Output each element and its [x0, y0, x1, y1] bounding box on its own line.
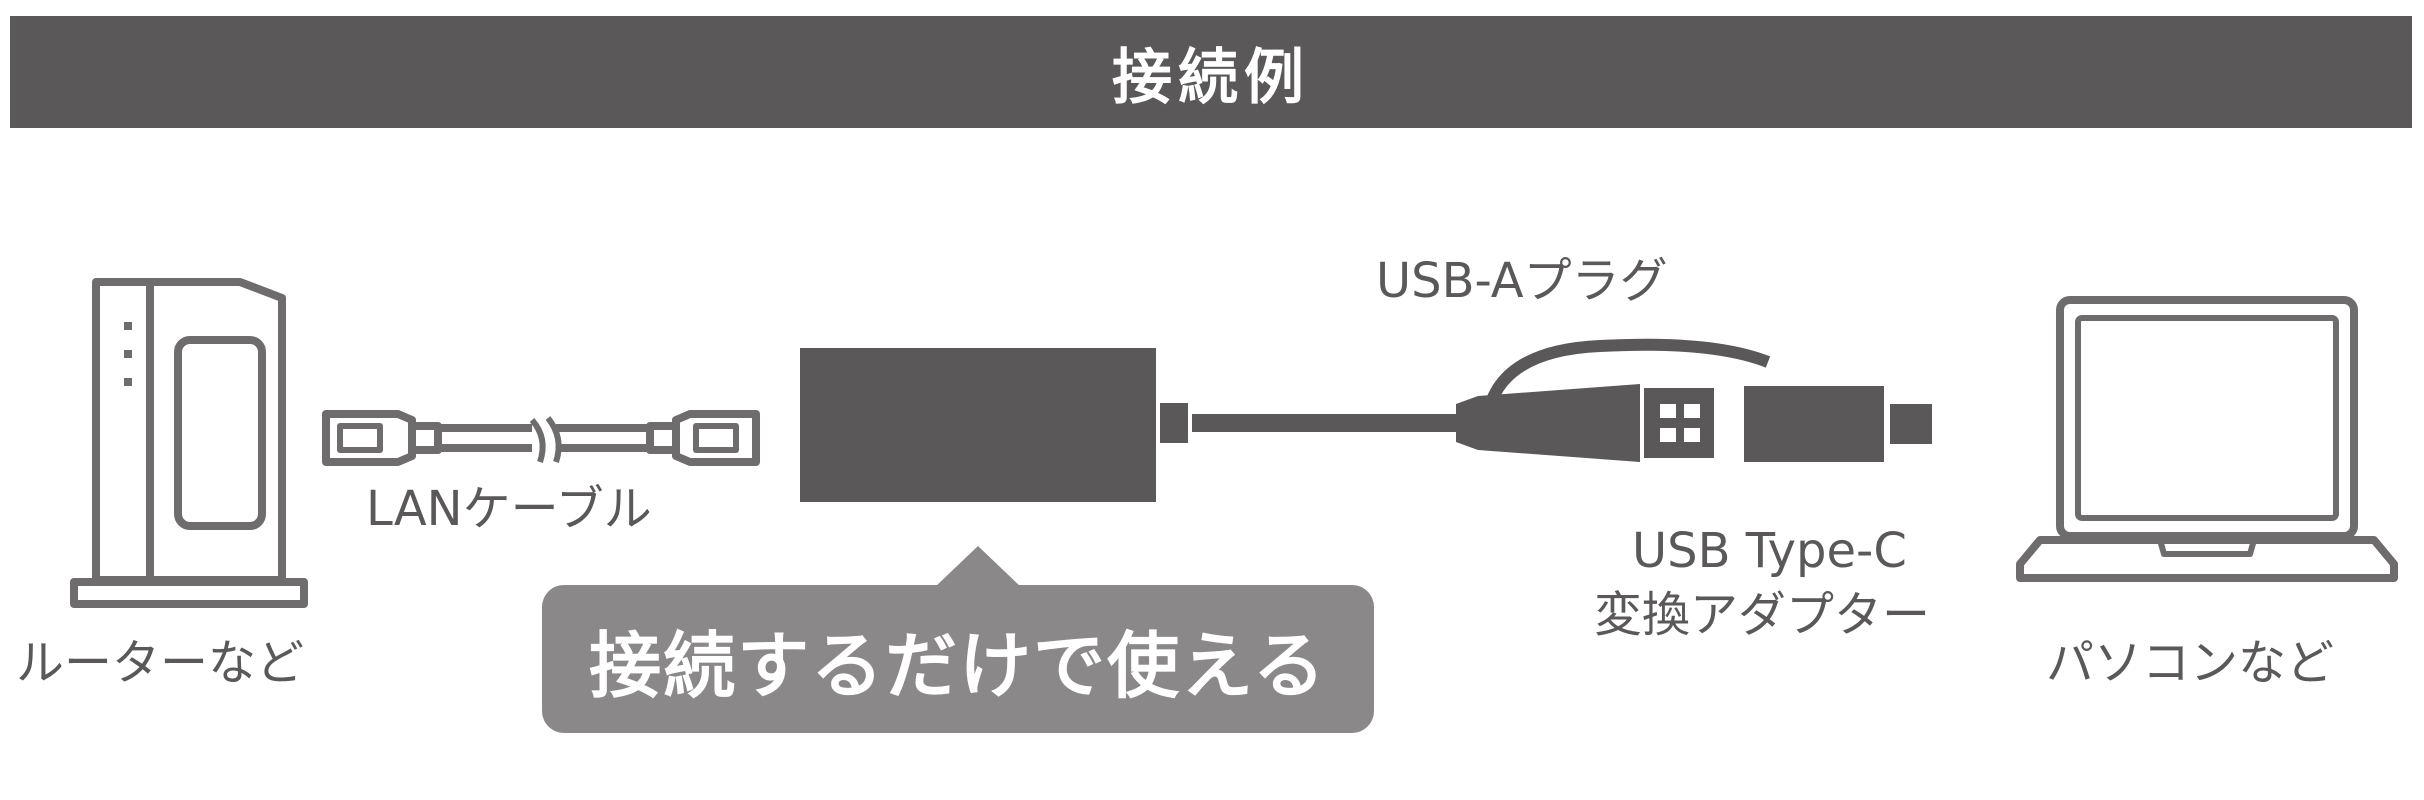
- lan-cable-label: LANケーブル: [366, 481, 652, 537]
- header-bar: 接続例: [10, 16, 2412, 128]
- usb-c-adapter-icon: [1744, 386, 1932, 462]
- lan-cable-icon: [322, 410, 760, 466]
- usb-c-label-line1: USB Type-C: [1632, 523, 1907, 579]
- lan-adapter-icon: [800, 348, 1188, 502]
- usb-a-plug-icon: [1456, 338, 1771, 462]
- laptop-icon: [2016, 296, 2398, 582]
- callout-pointer: [934, 546, 1022, 588]
- callout-text: 接続するだけで使える: [589, 623, 1327, 708]
- pc-label: パソコンなど: [2046, 635, 2335, 691]
- router-icon: [70, 278, 308, 608]
- usb-a-plug-label: USB-Aプラグ: [1376, 253, 1668, 309]
- usb-c-label-line2: 変換アダプター: [1594, 587, 1931, 643]
- header-title: 接続例: [1112, 42, 1310, 113]
- router-label: ルーターなど: [16, 635, 305, 691]
- usb-cable-line: [1192, 414, 1460, 432]
- callout-box: 接続するだけで使える: [542, 585, 1374, 733]
